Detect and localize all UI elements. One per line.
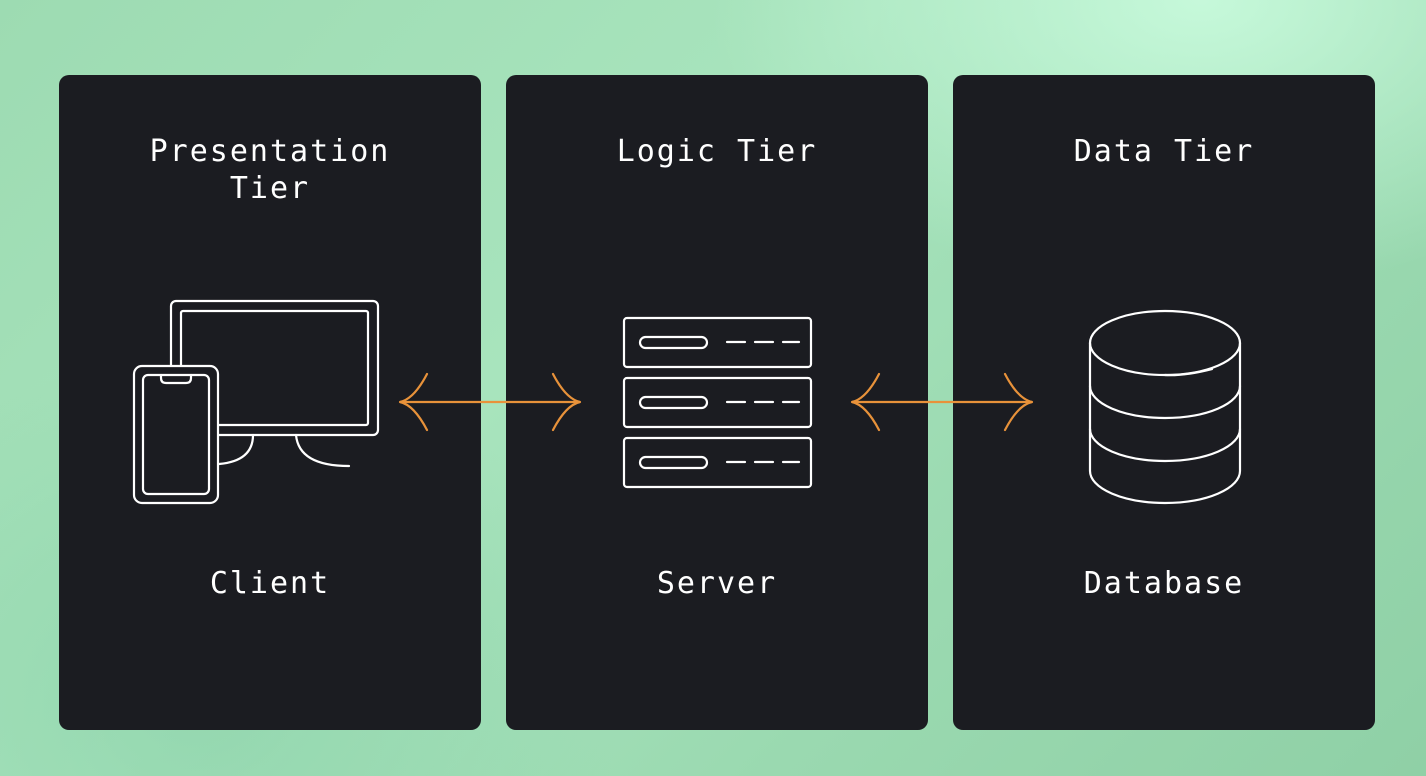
bidirectional-arrow-icon <box>398 372 582 432</box>
phone-notch <box>159 373 193 385</box>
database-ring <box>1088 427 1242 463</box>
server-unit <box>622 436 813 489</box>
monitor-stand-right <box>294 433 351 468</box>
client-devices-icon <box>132 299 380 505</box>
arrow-head-left <box>851 372 881 432</box>
arrow-head-right <box>1003 372 1033 432</box>
server-slot <box>638 455 709 470</box>
phone-frame <box>132 364 220 505</box>
database-highlight <box>1163 367 1214 377</box>
bidirectional-arrow-icon <box>850 372 1034 432</box>
tier-title: Presentation Tier <box>149 134 391 206</box>
arrow-head-right <box>551 372 581 432</box>
server-slot <box>638 335 709 350</box>
monitor-stand-left <box>217 433 255 466</box>
database-top <box>1088 309 1242 377</box>
database-ring <box>1088 384 1242 420</box>
component-label-client: Client <box>209 566 331 601</box>
tier-title: Logic Tier <box>616 134 818 169</box>
server-rack-icon <box>622 316 813 489</box>
server-slot <box>638 395 709 410</box>
tier-title: Data Tier <box>1073 134 1255 169</box>
server-unit <box>622 376 813 429</box>
server-unit <box>622 316 813 369</box>
phone-screen <box>141 373 211 496</box>
database-body <box>1088 341 1242 505</box>
arrow-head-left <box>399 372 429 432</box>
component-label-database: Database <box>1083 566 1245 601</box>
database-icon <box>1088 309 1242 505</box>
component-label-server: Server <box>656 566 778 601</box>
